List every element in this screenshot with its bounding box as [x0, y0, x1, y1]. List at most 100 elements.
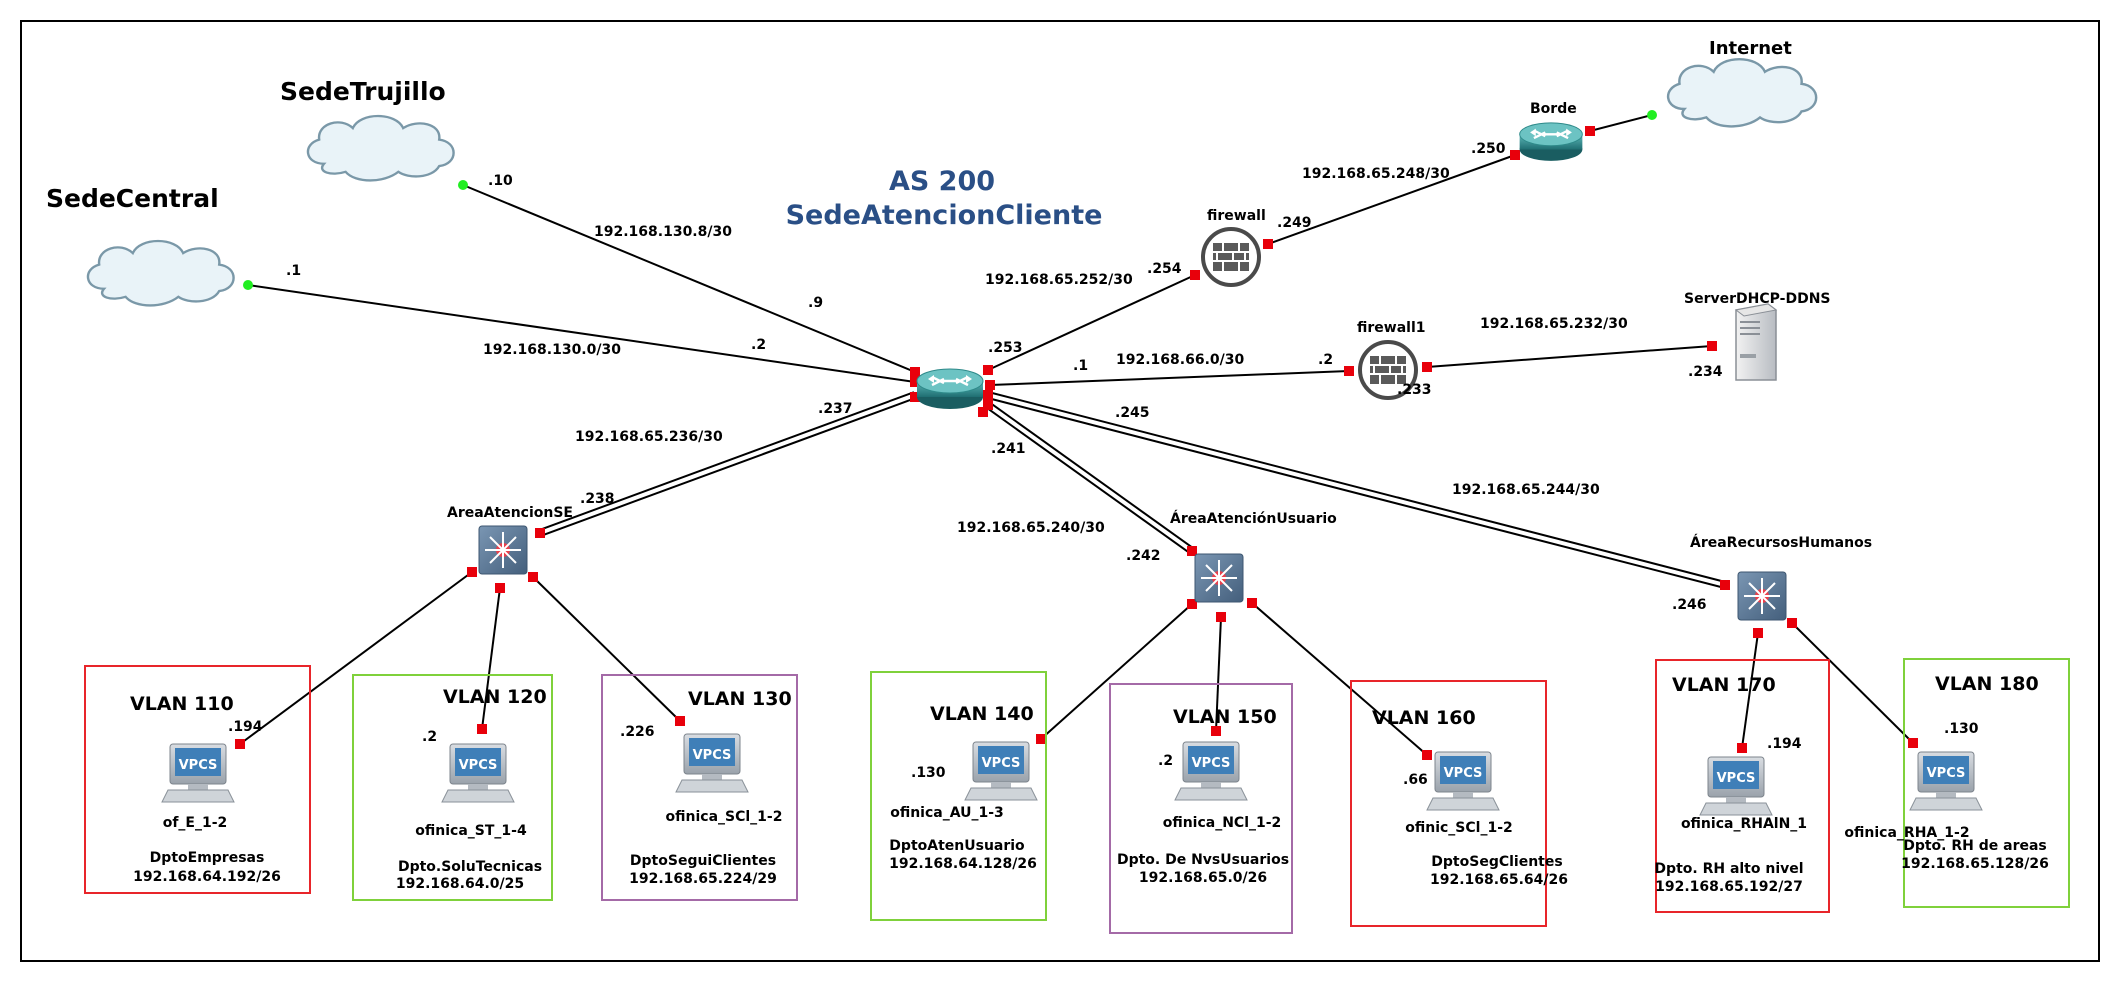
vpcs-label: VPCS — [1444, 766, 1483, 781]
dept-name: Dpto. RH de areas — [1903, 838, 2047, 854]
net-130-0: 192.168.130.0/30 — [483, 342, 621, 358]
net-240: 192.168.65.240/30 — [957, 520, 1105, 536]
pc-icon[interactable] — [964, 741, 1038, 801]
pc-ip-label: .66 — [1403, 772, 1428, 788]
link-au-vlan150 — [1215, 616, 1222, 732]
ip-central: .1 — [286, 263, 301, 279]
pc-icon[interactable] — [675, 733, 749, 793]
port-indicator — [1263, 239, 1273, 249]
port-up-indicator — [458, 180, 468, 190]
ip-au: .242 — [1126, 548, 1161, 564]
port-indicator — [467, 567, 477, 577]
dept-name: DptoAtenUsuario — [889, 838, 1025, 854]
link-firewall-borde — [1267, 154, 1516, 245]
net-248: 192.168.65.248/30 — [1302, 166, 1450, 182]
ip-rh: .246 — [1672, 597, 1707, 613]
vlan-label: VLAN 160 — [1372, 707, 1476, 729]
pc-icon[interactable] — [1909, 751, 1983, 811]
cloud-icon-sede-trujillo[interactable] — [306, 114, 455, 182]
diagram-frame — [20, 20, 2100, 962]
switch-icon-se[interactable] — [478, 525, 528, 575]
pc-icon[interactable] — [1426, 751, 1500, 811]
port-indicator — [1211, 726, 1221, 736]
site-sede-central: SedeCentral — [46, 184, 219, 213]
port-indicator — [1422, 362, 1432, 372]
vlan-boxes-layer — [84, 658, 2070, 934]
link-router-se-b — [540, 396, 917, 537]
server-icon[interactable] — [1735, 303, 1777, 381]
port-indicator — [1344, 366, 1354, 376]
pc-name: ofinica_RHAlN_1 — [1681, 816, 1807, 832]
net-244: 192.168.65.244/30 — [1452, 482, 1600, 498]
port-indicator — [1187, 599, 1197, 609]
router-icon-borde[interactable] — [1518, 121, 1584, 163]
vpcs-label: VPCS — [179, 758, 218, 773]
cloud-icon-sede-central[interactable] — [86, 239, 235, 307]
vlan-label: VLAN 140 — [930, 703, 1034, 725]
port-indicator — [235, 739, 245, 749]
ip-firewall1-out: .233 — [1397, 382, 1432, 398]
ip-router-rh: .245 — [1115, 405, 1150, 421]
port-indicator — [910, 367, 920, 377]
firewall-icon-firewall[interactable] — [1201, 227, 1261, 287]
pc-icon[interactable] — [1699, 756, 1773, 816]
vlan-box — [1903, 658, 2070, 908]
link-router-au-b — [989, 401, 1195, 550]
device-area-recursos-humanos: ÁreaRecursosHumanos — [1690, 534, 1872, 551]
dept-network: 192.168.65.128/26 — [1901, 856, 2049, 872]
vlan-label: VLAN 130 — [688, 688, 792, 710]
router-icon-main[interactable] — [915, 367, 985, 411]
dept-name: DptoSegClientes — [1431, 854, 1562, 870]
vpcs-label: VPCS — [1192, 756, 1231, 771]
vpcs-label: VPCS — [459, 758, 498, 773]
ip-router-trujillo: .9 — [808, 295, 823, 311]
switch-icon-au[interactable] — [1194, 553, 1244, 603]
links-layer — [239, 114, 1914, 756]
net-66-0: 192.168.66.0/30 — [1116, 352, 1244, 368]
link-trujillo-router — [462, 184, 916, 373]
site-sede-trujillo: SedeTrujillo — [280, 77, 446, 106]
link-se-vlan120 — [481, 587, 501, 730]
vlan-label: VLAN 180 — [1935, 673, 2039, 695]
pc-ip-label: .2 — [422, 729, 437, 745]
link-router-au-a — [985, 406, 1191, 555]
switch-icon-rh[interactable] — [1737, 571, 1787, 621]
port-indicator — [675, 716, 685, 726]
link-firewall1-server — [1426, 345, 1713, 368]
device-firewall: firewall — [1207, 208, 1266, 224]
dept-name: DptoEmpresas — [150, 850, 265, 866]
port-indicator — [1908, 738, 1918, 748]
dept-network: 192.168.64.0/25 — [396, 876, 524, 892]
pc-name: ofinica_NCl_1-2 — [1163, 815, 1282, 831]
dept-name: DptoSeguiClientes — [630, 853, 776, 869]
port-indicator — [978, 407, 988, 417]
vlan-box — [1350, 680, 1547, 927]
pc-icon[interactable] — [441, 743, 515, 803]
site-internet: Internet — [1709, 38, 1792, 59]
ip-router-se: .237 — [818, 401, 853, 417]
vpcs-label: VPCS — [982, 756, 1021, 771]
vlan-box — [601, 674, 798, 901]
vlan-box — [352, 674, 553, 901]
pc-ip-label: .2 — [1158, 753, 1173, 769]
port-indicator — [983, 390, 993, 400]
port-indicator — [1787, 618, 1797, 628]
port-indicator — [535, 528, 545, 538]
dept-network: 192.168.65.192/27 — [1655, 879, 1803, 895]
port-indicator — [1585, 126, 1595, 136]
ip-router-au: .241 — [991, 441, 1026, 457]
pc-icon[interactable] — [161, 743, 235, 803]
link-router-rh-a — [987, 396, 1725, 589]
port-indicator — [983, 365, 993, 375]
cloud-icon-internet[interactable] — [1666, 57, 1818, 128]
pc-ip-label: .194 — [228, 719, 263, 735]
pc-ip-label: .226 — [620, 724, 655, 740]
ports-layer — [235, 110, 1918, 760]
link-router-firewall — [987, 274, 1196, 371]
ip-se: .238 — [580, 491, 615, 507]
pc-name: ofinica_ST_1-4 — [415, 823, 527, 839]
pc-icon[interactable] — [1174, 741, 1248, 801]
pc-name: ofinica_AU_1-3 — [890, 805, 1004, 821]
port-indicator — [985, 380, 995, 390]
port-indicator — [528, 572, 538, 582]
